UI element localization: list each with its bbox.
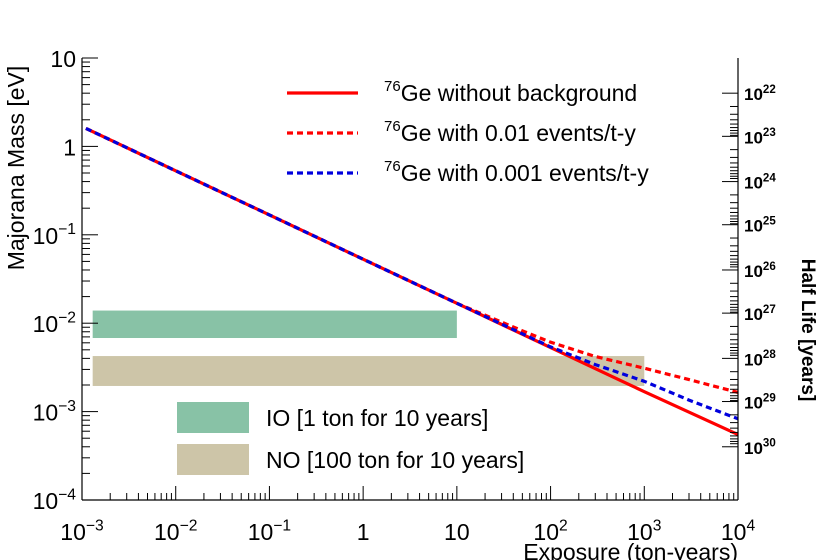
half-life-tick-label-exponent: 27 bbox=[763, 304, 776, 316]
y-tick-label-base: 10 bbox=[33, 311, 59, 337]
y-tick-label-exponent: −4 bbox=[58, 486, 76, 503]
x-tick-label: 10−2 bbox=[154, 517, 197, 545]
legend-label-text: Ge with 0.001 events/t-y bbox=[401, 160, 650, 186]
band-legend-swatch-0 bbox=[177, 402, 249, 433]
legend-label-isotope: 76 bbox=[384, 118, 401, 135]
y-tick-label-exponent: −3 bbox=[58, 398, 76, 415]
half-life-tick-label: 1028 bbox=[744, 349, 776, 369]
legend-label-0: 76Ge without background bbox=[384, 78, 637, 106]
y-axis-label: Majorana Mass [eV] bbox=[3, 66, 29, 271]
x-tick-label-base: 10 bbox=[60, 519, 86, 545]
half-life-tick-label: 1022 bbox=[744, 84, 776, 104]
half-life-tick-label-base: 10 bbox=[744, 217, 763, 236]
half-life-tick-label-base: 10 bbox=[744, 350, 763, 369]
x-tick-label-base: 10 bbox=[627, 519, 653, 545]
half-life-tick-label-base: 10 bbox=[744, 85, 763, 104]
half-life-tick-label-exponent: 25 bbox=[763, 216, 776, 228]
y-tick-label: 10 bbox=[50, 46, 76, 72]
half-life-tick-label: 1023 bbox=[744, 127, 776, 147]
x-tick-label-base: 10 bbox=[248, 519, 274, 545]
x-tick-label-base: 10 bbox=[533, 519, 559, 545]
x-tick-label: 10−1 bbox=[248, 517, 291, 545]
half-life-tick-label-base: 10 bbox=[744, 262, 763, 281]
x-tick-label-exponent: 3 bbox=[653, 517, 662, 534]
legend-label-2: 76Ge with 0.001 events/t-y bbox=[384, 158, 649, 186]
y-tick-label-base: 1 bbox=[63, 134, 76, 160]
x-tick-label: 103 bbox=[627, 517, 661, 545]
half-life-tick-label: 1026 bbox=[744, 261, 776, 281]
half-life-tick-label-exponent: 29 bbox=[763, 392, 776, 404]
x-tick-label-exponent: −3 bbox=[86, 517, 104, 534]
y-tick-label-exponent: −1 bbox=[58, 221, 76, 238]
x-tick-label: 1 bbox=[357, 519, 370, 545]
half-life-tick-label-base: 10 bbox=[744, 174, 763, 193]
x-tick-label-base: 10 bbox=[154, 519, 180, 545]
band-legend-label-0: IO [1 ton for 10 years] bbox=[266, 405, 488, 431]
half-life-tick-label-base: 10 bbox=[744, 439, 763, 458]
series-line-1 bbox=[85, 126, 739, 394]
series-layer bbox=[85, 126, 739, 437]
x-tick-label-base: 1 bbox=[357, 519, 370, 545]
x-axis-label: Exposure (ton-years) bbox=[523, 539, 738, 560]
y-tick-label-base: 10 bbox=[33, 223, 59, 249]
half-life-tick-label: 1025 bbox=[744, 216, 776, 236]
x-tick-label-exponent: 4 bbox=[746, 517, 755, 534]
band-io bbox=[92, 310, 457, 339]
x-tick-label-base: 10 bbox=[721, 519, 747, 545]
x-tick-label: 102 bbox=[533, 517, 567, 545]
half-life-tick-label: 1029 bbox=[744, 392, 776, 412]
x-tick-label-exponent: −1 bbox=[273, 517, 291, 534]
legend-label-text: Ge with 0.01 events/t-y bbox=[401, 120, 637, 146]
y-tick-label: 10−1 bbox=[33, 221, 76, 249]
x-tick-label-base: 10 bbox=[444, 519, 470, 545]
legend-label-1: 76Ge with 0.01 events/t-y bbox=[384, 118, 636, 146]
y-tick-label-exponent: −2 bbox=[58, 310, 76, 327]
half-life-tick-label-exponent: 23 bbox=[763, 127, 776, 139]
band-no bbox=[92, 356, 645, 386]
band-legend-swatch-1 bbox=[177, 444, 249, 475]
x-tick-label-exponent: −2 bbox=[180, 517, 198, 534]
series-line-2 bbox=[85, 126, 739, 421]
half-life-tick-label-exponent: 30 bbox=[763, 438, 776, 450]
y-tick-label: 10−3 bbox=[33, 398, 76, 426]
bands-layer bbox=[92, 310, 645, 386]
y-tick-label-base: 10 bbox=[33, 400, 59, 426]
half-life-tick-label: 1027 bbox=[744, 304, 776, 324]
half-life-tick-label-exponent: 26 bbox=[763, 261, 776, 273]
y-tick-label: 10−2 bbox=[33, 310, 76, 338]
half-life-tick-label-exponent: 28 bbox=[763, 349, 776, 361]
half-life-tick-label-base: 10 bbox=[744, 128, 763, 147]
y-tick-label: 10−4 bbox=[33, 486, 77, 514]
half-life-axis-label: Half Life [years] bbox=[797, 259, 818, 402]
half-life-tick-label: 1030 bbox=[744, 438, 776, 458]
x-tick-label-exponent: 2 bbox=[559, 517, 568, 534]
y-tick-label-base: 10 bbox=[33, 488, 59, 514]
y-tick-label: 1 bbox=[63, 134, 76, 160]
half-life-tick-label-exponent: 22 bbox=[763, 84, 776, 96]
legend-label-text: Ge without background bbox=[401, 80, 638, 106]
band-legend-label-1: NO [100 ton for 10 years] bbox=[266, 447, 524, 473]
half-life-tick-label: 1024 bbox=[744, 172, 776, 192]
legend-label-isotope: 76 bbox=[384, 158, 401, 175]
x-tick-label: 104 bbox=[721, 517, 756, 545]
half-life-tick-label-base: 10 bbox=[744, 394, 763, 413]
legend-label-isotope: 76 bbox=[384, 78, 401, 95]
x-tick-label: 10−3 bbox=[60, 517, 103, 545]
series-line-0 bbox=[85, 126, 739, 437]
y-tick-label-base: 10 bbox=[50, 46, 76, 72]
band-legend-layer: IO [1 ton for 10 years] NO [100 ton for 1… bbox=[177, 402, 524, 475]
half-life-tick-label-base: 10 bbox=[744, 305, 763, 324]
x-tick-label: 10 bbox=[444, 519, 470, 545]
half-life-tick-label-exponent: 24 bbox=[763, 172, 776, 184]
